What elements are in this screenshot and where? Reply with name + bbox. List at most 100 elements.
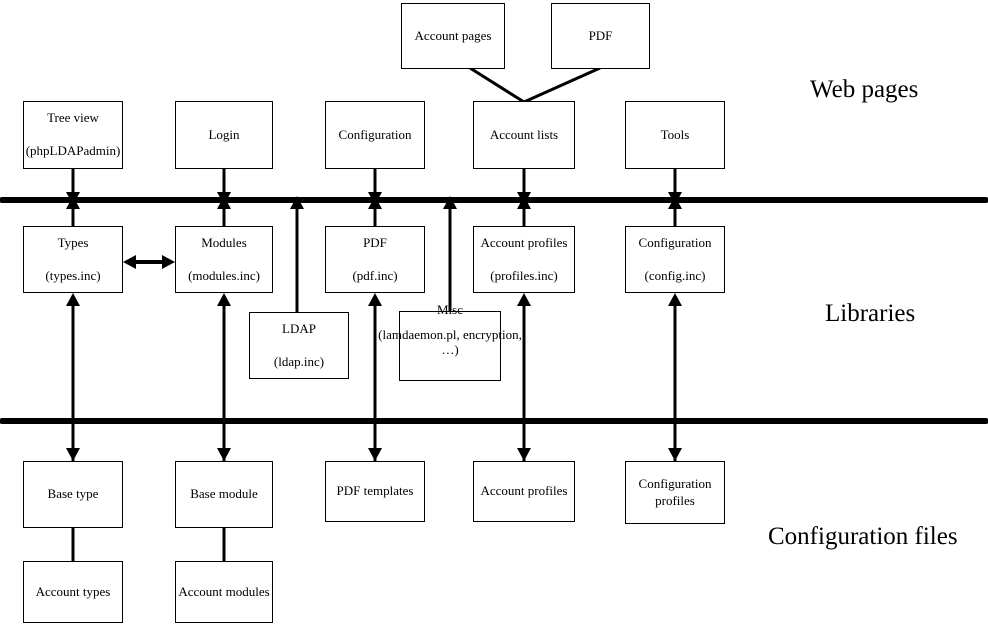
node-label-secondary: (phpLDAPadmin)	[25, 143, 121, 158]
edge-misc-lib-to-bus1	[443, 196, 457, 311]
arrowhead-down-icon	[217, 192, 231, 205]
edge-bus2-to-pdf-templates	[368, 418, 382, 461]
arrowhead-down-icon	[368, 448, 382, 461]
arrowhead-down-icon	[668, 448, 682, 461]
node-configuration-page[interactable]: Configuration	[325, 101, 425, 169]
arrowhead-up-icon	[368, 196, 382, 209]
edge-bus2-to-account-profiles-file	[517, 418, 531, 461]
arrowhead-up-icon	[66, 293, 80, 306]
node-label-secondary: …)	[441, 341, 459, 357]
arrowhead-down-icon	[517, 192, 531, 205]
node-label-primary: Account modules	[178, 583, 270, 599]
node-pdf-templates[interactable]: PDF templates	[325, 461, 425, 522]
edge-tools-to-bus1	[668, 169, 682, 205]
node-account-modules[interactable]: Account modules	[175, 561, 273, 623]
node-account-profiles-file[interactable]: Account profiles	[473, 461, 575, 522]
zone-label-web-pages: Web pages	[810, 76, 919, 103]
arrowhead-up-icon	[217, 293, 231, 306]
node-label-secondary: (lamdaemon.pl, encryption,	[378, 326, 522, 342]
node-label-primary: LDAP	[282, 320, 316, 336]
node-base-type[interactable]: Base type	[23, 461, 123, 528]
node-label-secondary: (profiles.inc)	[490, 267, 558, 283]
node-label-primary: Types	[57, 234, 89, 250]
arrowhead-down-icon	[66, 448, 80, 461]
arrowhead-up-icon	[66, 196, 80, 209]
arrowhead-down-icon	[66, 192, 80, 205]
edge-pdf-lib-to-bus1	[368, 196, 382, 226]
node-tools[interactable]: Tools	[625, 101, 725, 169]
node-label-primary: Account types	[35, 583, 111, 599]
edge-ldap-lib-to-bus1	[290, 196, 304, 312]
node-label-primary: Account profiles	[480, 234, 568, 250]
node-label-secondary: profiles	[655, 492, 695, 508]
node-label-primary: PDF	[363, 234, 387, 250]
edge-account-lists-to-bus1	[517, 169, 531, 205]
node-label-primary: PDF templates	[336, 483, 414, 499]
arrowhead-down-icon	[217, 448, 231, 461]
edge-base-type-to-types-lib	[66, 293, 80, 461]
node-label-primary: Configuration	[638, 475, 712, 491]
zone-label-configuration-files: Configuration files	[768, 523, 958, 550]
arrowhead-up-icon	[668, 196, 682, 209]
node-label-primary: Misc	[437, 302, 463, 317]
arrowhead-down-icon	[368, 192, 382, 205]
edge-configuration-profiles-file-to-config-lib	[668, 293, 682, 461]
node-label-secondary: (pdf.inc)	[352, 267, 398, 283]
node-configuration-lib[interactable]: Configuration (config.inc)	[625, 226, 725, 293]
edge-bus2-to-configuration-profiles-file	[668, 418, 682, 461]
node-account-pages[interactable]: Account pages	[401, 3, 505, 69]
edge-login-to-bus1	[217, 169, 231, 205]
node-tree-view[interactable]: Tree view (phpLDAPadmin)	[23, 101, 123, 169]
node-label-primary: PDF	[588, 27, 613, 43]
node-label-primary: Login	[208, 126, 240, 142]
edge-pdf-templates-to-pdf-lib	[368, 293, 382, 461]
edge-account-pages-to-account-lists	[469, 66, 525, 104]
node-label-primary: Tools	[660, 126, 690, 142]
zone-label-libraries: Libraries	[825, 300, 916, 327]
node-label-secondary: (config.inc)	[644, 267, 706, 283]
node-label-primary: Configuration	[338, 126, 412, 142]
edge-types-lib-to-bus1	[66, 196, 80, 226]
arrowhead-up-icon	[368, 293, 382, 306]
node-label-primary: Account pages	[414, 27, 492, 43]
node-label-primary: Configuration	[638, 234, 712, 250]
edge-base-module-to-modules-lib	[217, 293, 231, 461]
arrowhead-up-icon	[517, 196, 531, 209]
arrowhead-up-icon	[290, 196, 304, 209]
node-account-lists[interactable]: Account lists	[473, 101, 575, 169]
node-label-secondary: (modules.inc)	[188, 267, 260, 283]
edge-tree-view-to-bus1	[66, 169, 80, 205]
node-misc-lib[interactable]: Misc (lamdaemon.pl, encryption,…)	[378, 302, 522, 381]
node-types-lib[interactable]: Types (types.inc)	[23, 226, 123, 293]
arrowhead-down-icon	[668, 192, 682, 205]
node-pdf-lib[interactable]: PDF (pdf.inc)	[325, 226, 425, 293]
edge-configuration-lib-to-bus1	[668, 196, 682, 226]
arrowhead-left-icon	[123, 255, 136, 269]
node-label-secondary: (ldap.inc)	[273, 353, 325, 369]
arrowhead-up-icon	[668, 293, 682, 306]
node-account-profiles-lib[interactable]: Account profiles (profiles.inc)	[473, 226, 575, 293]
node-label-primary: Tree view	[47, 110, 99, 126]
node-login[interactable]: Login	[175, 101, 273, 169]
edge-account-profiles-lib-to-bus1	[517, 196, 531, 226]
arrowhead-up-icon	[217, 196, 231, 209]
node-pdf-page[interactable]: PDF	[551, 3, 650, 69]
node-base-module[interactable]: Base module	[175, 461, 273, 528]
node-label-primary: Base type	[47, 486, 99, 502]
node-account-types[interactable]: Account types	[23, 561, 123, 623]
edge-bus2-to-base-type	[66, 418, 80, 461]
node-ldap-lib[interactable]: LDAP (ldap.inc)	[249, 312, 349, 379]
edge-bus2-to-base-module	[217, 418, 231, 461]
edge-account-profiles-file-to-profiles-lib	[517, 293, 531, 461]
node-label-secondary: (types.inc)	[45, 267, 101, 283]
node-modules-lib[interactable]: Modules (modules.inc)	[175, 226, 273, 293]
node-label-primary: Base module	[190, 486, 258, 502]
arrowhead-up-icon	[443, 196, 457, 209]
node-label-primary: Modules	[201, 234, 247, 250]
edge-types-modules-bidirectional	[123, 255, 175, 269]
arrowhead-up-icon	[517, 293, 531, 306]
edge-pdf-page-to-account-lists	[523, 66, 601, 104]
edge-configuration-page-to-bus1	[368, 169, 382, 205]
